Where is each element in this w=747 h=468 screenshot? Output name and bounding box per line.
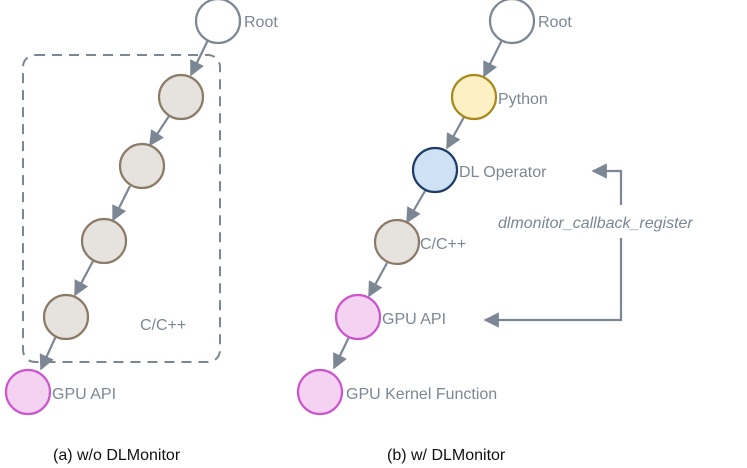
caption-a: (a) w/o DLMonitor: [53, 447, 181, 464]
gpu-api-label: GPU API: [52, 386, 116, 403]
gpu-kernel-node: [296, 368, 344, 416]
python-node: [450, 73, 498, 121]
dl-operator-label: DL Operator: [459, 164, 547, 181]
edge-root-to-cpp1: [190, 39, 209, 77]
callback-api-label: dlmonitor_callback_register: [498, 215, 693, 232]
cpp-node-3: [80, 217, 128, 265]
edge-cpp2-to-cpp3: [112, 185, 131, 222]
cpp-node-1: [157, 73, 205, 121]
gpu-api-node-b: [334, 293, 382, 341]
callback-arrow-to-dl-operator: [591, 163, 623, 205]
edge-cpp4-to-gpu: [39, 335, 58, 371]
caption-b: (b) w/ DLMonitor: [387, 447, 506, 464]
cpp-node-4: [42, 293, 90, 341]
panel-without-dlmonitor: Root C/C++ GPU API (a) w/o DLMonitor: [4, 0, 278, 464]
edge-python-to-dl-operator: [446, 116, 465, 150]
dl-operator-node: [411, 146, 459, 194]
cpp-label-b: C/C++: [420, 236, 466, 253]
edge-cpp3-to-cpp4: [74, 260, 94, 297]
root-node: [194, 0, 242, 45]
edge-root-to-python: [483, 39, 503, 78]
cpp-group-label: C/C++: [140, 317, 186, 334]
edge-dl-operator-to-cpp: [406, 190, 426, 224]
edge-cpp-to-gpu-api: [368, 262, 388, 298]
cpp-node-2: [118, 142, 166, 190]
gpu-api-node: [4, 368, 52, 416]
edge-cpp1-to-cpp2: [149, 115, 170, 147]
cpp-group-box: [22, 54, 221, 363]
gpu-kernel-label: GPU Kernel Function: [346, 386, 497, 403]
root-node-b: [488, 0, 536, 45]
gpu-api-label-b: GPU API: [382, 311, 446, 328]
edge-gpu-api-to-kernel: [333, 336, 350, 370]
panel-with-dlmonitor: Root Python DL Operator C/C++ GPU API GP…: [296, 0, 693, 464]
python-label: Python: [498, 91, 548, 108]
root-label-b: Root: [538, 14, 572, 31]
root-label: Root: [244, 14, 278, 31]
callback-arrow-to-gpu-api: [483, 238, 623, 328]
cpp-node-b: [373, 218, 421, 266]
